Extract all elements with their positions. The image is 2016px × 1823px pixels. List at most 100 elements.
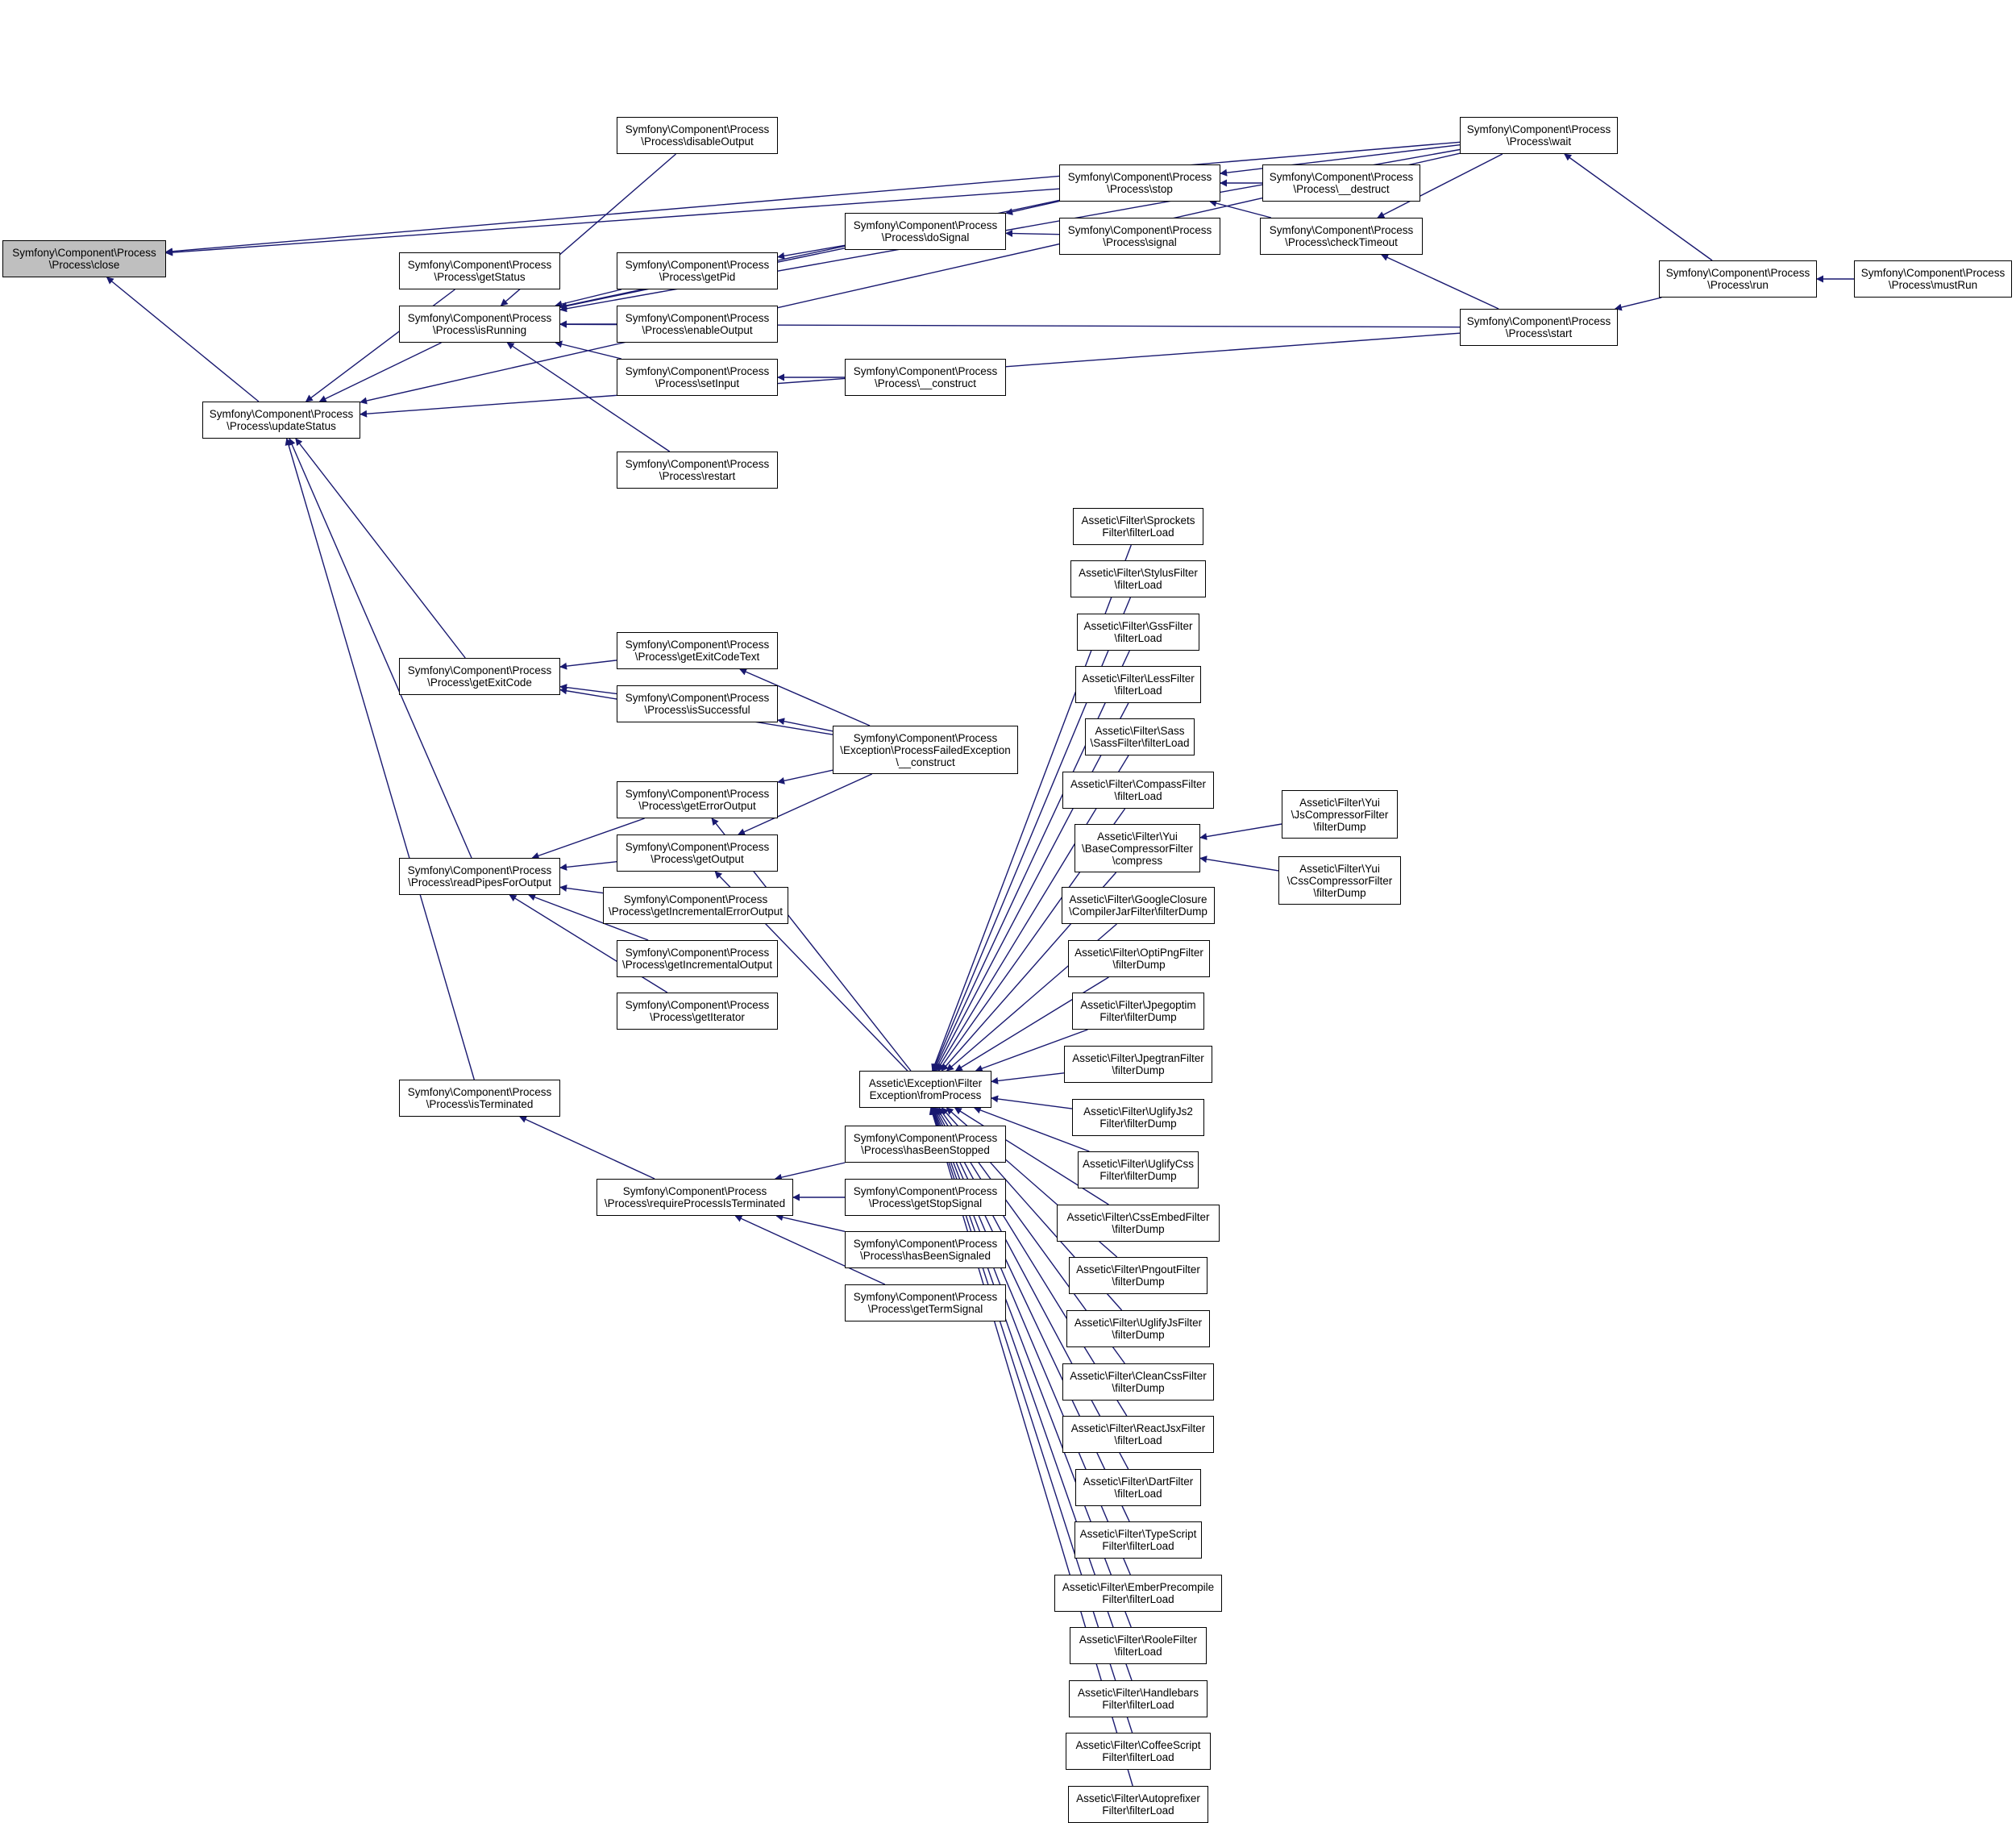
- node-optiPng[interactable]: Assetic\Filter\OptiPngFilter\filterDump: [1068, 940, 1210, 977]
- node-getIncrementalOutput[interactable]: Symfony\Component\Process\Process\getInc…: [617, 940, 778, 977]
- node-destruct[interactable]: Symfony\Component\Process\Process\__dest…: [1262, 164, 1420, 202]
- edge-run-to-wait: [1564, 153, 1713, 261]
- edge-getErrorOutput-to-readPipesForOutput: [531, 818, 645, 859]
- node-isSuccessful[interactable]: Symfony\Component\Process\Process\isSucc…: [617, 685, 778, 722]
- node-sass[interactable]: Assetic\Filter\Sass\SassFilter\filterLoa…: [1085, 718, 1195, 755]
- node-getTermSignal[interactable]: Symfony\Component\Process\Process\getTer…: [845, 1284, 1006, 1321]
- edge-getOutput-to-readPipesForOutput: [559, 861, 617, 871]
- node-label-line: \filterLoad: [1114, 1646, 1162, 1658]
- node-compass[interactable]: Assetic\Filter\CompassFilter\filterLoad: [1062, 772, 1214, 809]
- node-label-line: Assetic\Filter\PngoutFilter: [1076, 1263, 1200, 1276]
- node-enableOutput[interactable]: Symfony\Component\Process\Process\enable…: [617, 306, 778, 343]
- node-updateStatus[interactable]: Symfony\Component\Process\Process\update…: [202, 402, 360, 439]
- node-label-line: \Process\readPipesForOutput: [408, 876, 551, 889]
- node-label-line: \Process\mustRun: [1888, 279, 1978, 291]
- edge-start-to-checkTimeout: [1381, 254, 1499, 310]
- node-stop[interactable]: Symfony\Component\Process\Process\stop: [1059, 164, 1220, 202]
- node-yuiBase[interactable]: Assetic\Filter\Yui\BaseCompressorFilter\…: [1075, 824, 1200, 872]
- node-doSignal[interactable]: Symfony\Component\Process\Process\doSign…: [845, 213, 1006, 250]
- node-getIncrementalErrorOutput[interactable]: Symfony\Component\Process\Process\getInc…: [603, 887, 788, 924]
- node-uglifyJs[interactable]: Assetic\Filter\UglifyJsFilter\filterDump: [1066, 1310, 1210, 1347]
- node-pfeConstruct[interactable]: Symfony\Component\Process\Exception\Proc…: [833, 726, 1018, 774]
- node-label-line: \Process\getExitCode: [427, 676, 532, 689]
- node-label-line: Assetic\Filter\TypeScript: [1079, 1528, 1197, 1540]
- edge-readPipesForOutput-to-updateStatus: [289, 438, 472, 859]
- node-setInput[interactable]: Symfony\Component\Process\Process\setInp…: [617, 359, 778, 396]
- node-gss[interactable]: Assetic\Filter\GssFilter\filterLoad: [1077, 614, 1199, 651]
- node-mustRun[interactable]: Symfony\Component\Process\Process\mustRu…: [1854, 260, 2012, 298]
- node-label-line: Assetic\Filter\Yui: [1097, 830, 1178, 843]
- node-isTerminated[interactable]: Symfony\Component\Process\Process\isTerm…: [399, 1080, 560, 1117]
- node-getIterator[interactable]: Symfony\Component\Process\Process\getIte…: [617, 993, 778, 1030]
- node-getExitCode[interactable]: Symfony\Component\Process\Process\getExi…: [399, 658, 560, 695]
- node-start[interactable]: Symfony\Component\Process\Process\start: [1460, 309, 1618, 346]
- node-label-line: Symfony\Component\Process: [853, 1291, 998, 1303]
- node-jpegtran[interactable]: Assetic\Filter\JpegtranFilter\filterDump: [1064, 1046, 1212, 1083]
- node-wait[interactable]: Symfony\Component\Process\Process\wait: [1460, 117, 1618, 154]
- node-reactJsx[interactable]: Assetic\Filter\ReactJsxFilter\filterLoad: [1062, 1416, 1214, 1453]
- node-label-line: Assetic\Filter\Sass: [1095, 725, 1185, 737]
- node-label-line: \filterDump: [1112, 1064, 1165, 1076]
- node-stylus[interactable]: Assetic\Filter\StylusFilter\filterLoad: [1070, 560, 1206, 597]
- edge-wait-to-stop: [1220, 144, 1461, 177]
- node-yuiJs[interactable]: Assetic\Filter\Yui\JsCompressorFilter\fi…: [1282, 790, 1398, 839]
- edge-hasBeenStopped-to-requireProcessIsTerminated: [774, 1162, 846, 1181]
- edge-requireProcessIsTerminated-to-isTerminated: [519, 1116, 655, 1180]
- node-cleanCss[interactable]: Assetic\Filter\CleanCssFilter\filterDump: [1062, 1363, 1214, 1401]
- edge-jpegtran-to-fromProcess: [991, 1072, 1065, 1084]
- node-getErrorOutput[interactable]: Symfony\Component\Process\Process\getErr…: [617, 781, 778, 818]
- node-label-line: Symfony\Component\Process: [625, 947, 770, 959]
- node-label-line: Assetic\Filter\OptiPngFilter: [1075, 947, 1203, 959]
- node-label-line: Assetic\Filter\Yui: [1299, 796, 1380, 809]
- node-readPipesForOutput[interactable]: Symfony\Component\Process\Process\readPi…: [399, 858, 560, 895]
- edge-getExitCode-to-updateStatus: [295, 438, 466, 659]
- node-hasBeenStopped[interactable]: Symfony\Component\Process\Process\hasBee…: [845, 1126, 1006, 1163]
- node-label-line: Filter\filterLoad: [1102, 1593, 1174, 1605]
- edge-getPid-to-isRunning: [555, 289, 622, 308]
- node-label-line: Symfony\Component\Process: [1067, 224, 1212, 236]
- node-getOutput[interactable]: Symfony\Component\Process\Process\getOut…: [617, 835, 778, 872]
- node-getPid[interactable]: Symfony\Component\Process\Process\getPid: [617, 252, 778, 289]
- node-getExitCodeText[interactable]: Symfony\Component\Process\Process\getExi…: [617, 632, 778, 669]
- node-googleClosure[interactable]: Assetic\Filter\GoogleClosure\CompilerJar…: [1062, 887, 1215, 924]
- node-dart[interactable]: Assetic\Filter\DartFilter\filterLoad: [1075, 1469, 1201, 1506]
- node-run[interactable]: Symfony\Component\Process\Process\run: [1659, 260, 1817, 298]
- edge-uglifyJs2-to-fromProcess: [991, 1095, 1073, 1109]
- node-label-line: Symfony\Component\Process: [853, 219, 998, 231]
- node-requireProcessIsTerminated[interactable]: Symfony\Component\Process\Process\requir…: [596, 1179, 793, 1216]
- node-label-line: \filterLoad: [1114, 632, 1162, 644]
- node-label-line: Assetic\Filter\GssFilter: [1083, 620, 1193, 632]
- node-getStatus[interactable]: Symfony\Component\Process\Process\getSta…: [399, 252, 560, 289]
- edge-updateStatus-to-close: [106, 277, 260, 402]
- node-getStopSignal[interactable]: Symfony\Component\Process\Process\getSto…: [845, 1179, 1006, 1216]
- node-less[interactable]: Assetic\Filter\LessFilter\filterLoad: [1075, 666, 1201, 703]
- node-label-line: Symfony\Component\Process: [623, 893, 768, 905]
- node-cssEmbed[interactable]: Assetic\Filter\CssEmbedFilter\filterDump: [1057, 1205, 1220, 1242]
- node-disableOutput[interactable]: Symfony\Component\Process\Process\disabl…: [617, 117, 778, 154]
- edge-stop-to-close: [165, 188, 1060, 256]
- node-construct1[interactable]: Symfony\Component\Process\Process\__cons…: [845, 359, 1006, 396]
- node-checkTimeout[interactable]: Symfony\Component\Process\Process\checkT…: [1260, 218, 1423, 255]
- node-isRunning[interactable]: Symfony\Component\Process\Process\isRunn…: [399, 306, 560, 343]
- node-label-line: Filter\filterDump: [1099, 1118, 1177, 1130]
- node-restart[interactable]: Symfony\Component\Process\Process\restar…: [617, 452, 778, 489]
- node-yuiCss[interactable]: Assetic\Filter\Yui\CssCompressorFilter\f…: [1278, 856, 1401, 905]
- node-label-line: Symfony\Component\Process: [1269, 171, 1414, 183]
- node-pngout[interactable]: Assetic\Filter\PngoutFilter\filterDump: [1069, 1257, 1208, 1294]
- node-signal[interactable]: Symfony\Component\Process\Process\signal: [1059, 218, 1220, 255]
- node-hasBeenSignaled[interactable]: Symfony\Component\Process\Process\hasBee…: [845, 1231, 1006, 1268]
- node-roole[interactable]: Assetic\Filter\RooleFilter\filterLoad: [1070, 1627, 1207, 1664]
- node-label-line: Assetic\Filter\StylusFilter: [1079, 567, 1198, 579]
- node-close[interactable]: Symfony\Component\Process\Process\close: [2, 240, 166, 277]
